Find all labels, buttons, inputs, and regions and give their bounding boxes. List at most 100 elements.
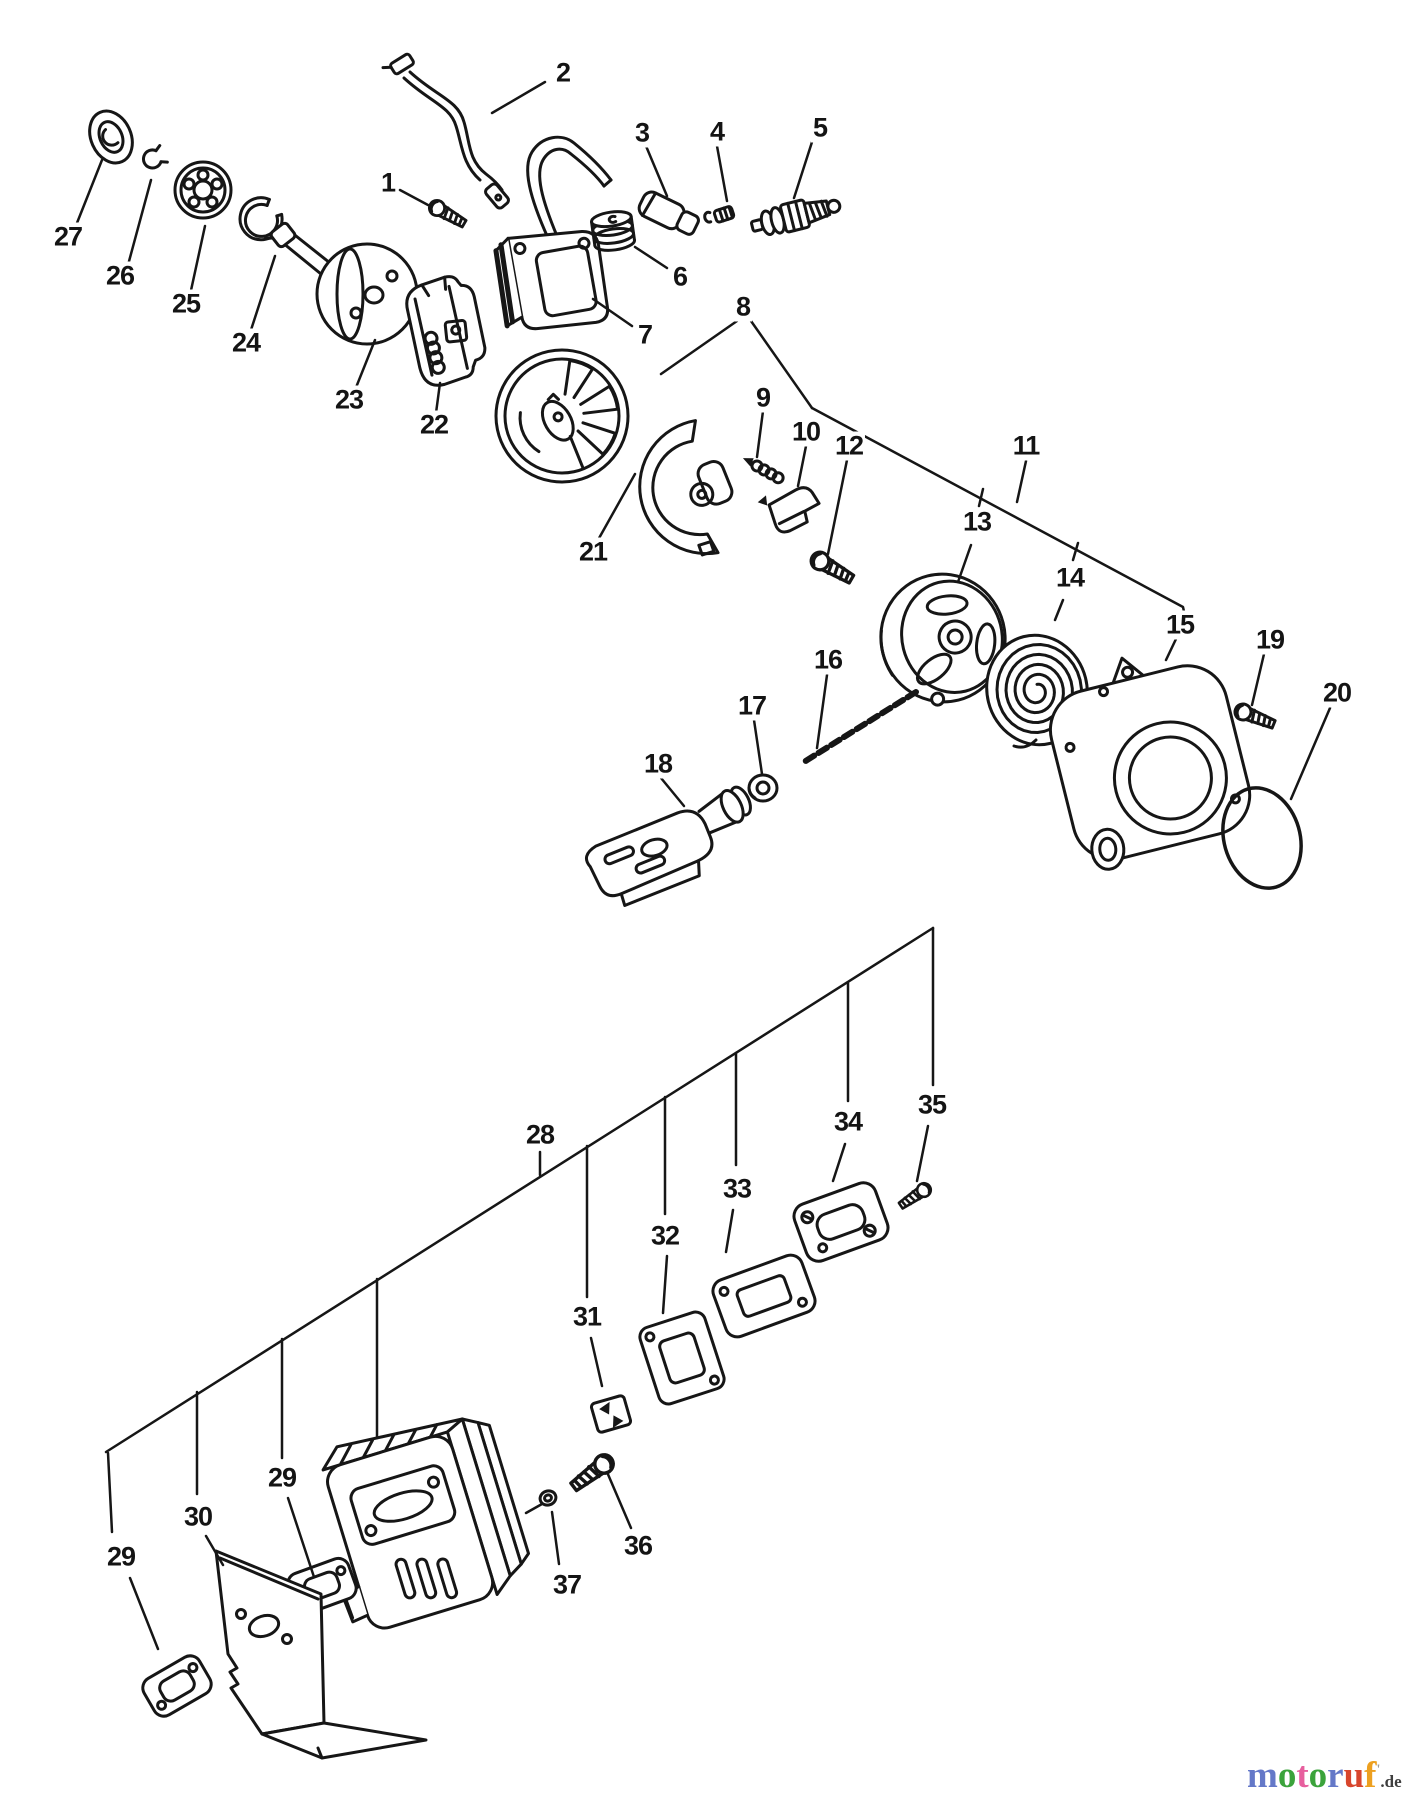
leader-lines-shape bbox=[398, 188, 430, 207]
part-15-starter-housing-shape bbox=[1112, 720, 1228, 836]
part-15-starter-housing-shape bbox=[1064, 741, 1076, 753]
part-2-stop-switch-wire-shape-shape bbox=[494, 193, 503, 202]
part-13-starter-pulley bbox=[879, 572, 1007, 707]
part-label-30: 30 bbox=[181, 1501, 215, 1532]
part-5-spark-plug bbox=[750, 198, 842, 237]
part-7-ignition-coil-shape bbox=[602, 178, 613, 188]
watermark-letter: o bbox=[1308, 1755, 1328, 1796]
part-30-heat-shield-shape bbox=[214, 1549, 326, 1736]
part-33-gasket-shape bbox=[796, 1296, 808, 1308]
leader-lines-shape bbox=[128, 1576, 160, 1651]
leader-lines-shape bbox=[248, 254, 277, 335]
part-27-oil-seal-shape bbox=[88, 109, 134, 165]
part-label-15: 15 bbox=[1163, 609, 1197, 640]
part-label-32: 32 bbox=[648, 1220, 682, 1251]
part-6-grommet-shape bbox=[593, 238, 636, 252]
part-5-spark-plug-shape bbox=[793, 199, 804, 231]
part-12-screw bbox=[806, 547, 858, 589]
part-25-bearing-shape bbox=[187, 195, 201, 209]
part-label-14: 14 bbox=[1053, 562, 1087, 593]
part-label-24: 24 bbox=[229, 327, 263, 358]
part-6-grommet-shape bbox=[592, 226, 636, 245]
leader-lines-shape bbox=[724, 1208, 735, 1254]
part-label-1: 1 bbox=[378, 167, 398, 198]
part-27-oil-seal bbox=[88, 109, 134, 165]
part-label-7: 7 bbox=[635, 319, 655, 350]
part-label-21: 21 bbox=[576, 536, 610, 567]
part-5-spark-plug-shape bbox=[826, 198, 842, 214]
part-label-18: 18 bbox=[641, 748, 675, 779]
watermark-letter: o bbox=[1277, 1755, 1297, 1796]
part-4-terminal bbox=[703, 205, 736, 224]
part-21-flywheel-shape bbox=[563, 359, 572, 396]
part-15-starter-housing-shape-shape bbox=[1098, 836, 1118, 862]
part-21-flywheel-shape bbox=[540, 399, 575, 442]
part-28-muffler-shape bbox=[415, 1557, 438, 1600]
part-31-spark-arrestor-screen-shape bbox=[599, 1401, 610, 1415]
part-21-flywheel-shape bbox=[581, 421, 617, 435]
leader-lines-shape bbox=[1015, 459, 1028, 504]
part-label-5: 5 bbox=[810, 112, 830, 143]
part-21-flywheel-shape bbox=[494, 348, 630, 484]
part-36-screw bbox=[566, 1449, 619, 1496]
part-20-cover-label bbox=[1221, 786, 1303, 890]
part-19-screw bbox=[1231, 700, 1279, 734]
part-33-gasket-shape bbox=[711, 1253, 817, 1339]
leader-lines-shape bbox=[644, 144, 669, 198]
watermark-suffix: .de bbox=[1380, 1772, 1402, 1791]
leader-lines-shape bbox=[1053, 598, 1065, 622]
part-21-flywheel-shape bbox=[552, 411, 564, 423]
part-25-bearing-shape bbox=[196, 168, 210, 182]
part-23-clutch-drum-shape-shape bbox=[269, 221, 297, 249]
part-10-starter-pawl-shape bbox=[767, 486, 821, 534]
part-28-muffler-shape bbox=[364, 1524, 378, 1538]
part-23-clutch-drum-shape bbox=[349, 306, 363, 320]
part-30-heat-shield-shape bbox=[260, 1721, 428, 1760]
part-5-spark-plug-shape bbox=[813, 201, 823, 220]
leader-lines-shape bbox=[755, 409, 765, 459]
leader-lines-shape bbox=[188, 224, 207, 297]
leader-lines-shape bbox=[956, 543, 973, 584]
part-28-muffler-shape bbox=[372, 1489, 434, 1523]
part-17-rope-grommet-shape bbox=[755, 780, 771, 796]
leader-lines-shape bbox=[749, 319, 814, 410]
part-label-19: 19 bbox=[1253, 624, 1287, 655]
part-34-isolator-plate-shape-shape bbox=[862, 1223, 877, 1238]
part-34-isolator-plate-shape-shape bbox=[800, 1210, 815, 1225]
part-21-flywheel bbox=[494, 348, 630, 484]
part-5-spark-plug-shape bbox=[819, 199, 829, 218]
part-13-starter-pulley-shape bbox=[879, 629, 895, 677]
part-2-stop-switch-wire-shape bbox=[408, 70, 504, 192]
part-33-gasket-shape bbox=[735, 1274, 793, 1318]
watermark-letter: t bbox=[1296, 1755, 1309, 1796]
part-label-34: 34 bbox=[831, 1106, 865, 1137]
part-7-ignition-coil-shape bbox=[538, 147, 606, 238]
watermark-logo[interactable]: motoruf'.de bbox=[1247, 1757, 1402, 1794]
part-21-flywheel-shape bbox=[576, 429, 605, 456]
part-31-spark-arrestor-screen-shape bbox=[589, 1394, 633, 1434]
part-7-ignition-coil-shape-shape bbox=[577, 236, 591, 250]
leader-lines-shape bbox=[661, 1254, 669, 1315]
part-2-stop-switch-wire-shape bbox=[484, 182, 510, 210]
part-3-spark-plug-cap-shape bbox=[675, 210, 700, 236]
leader-lines-shape bbox=[796, 444, 808, 488]
part-9-pawl-spring-shape bbox=[764, 467, 778, 481]
part-13-starter-pulley-shape bbox=[925, 594, 969, 616]
part-8-pawl-carrier-shape bbox=[696, 488, 708, 500]
part-31-spark-arrestor-screen-shape bbox=[612, 1415, 624, 1429]
leader-lines-shape bbox=[659, 319, 739, 376]
part-28-muffler bbox=[321, 1417, 530, 1630]
part-30-heat-shield-shape bbox=[281, 1633, 293, 1645]
part-6-grommet-shape bbox=[607, 214, 618, 224]
part-2-stop-switch-wire-shape-shape bbox=[381, 65, 393, 70]
part-label-29: 29 bbox=[265, 1462, 299, 1493]
part-32-gasket-shape bbox=[658, 1331, 706, 1385]
part-22-clutch-shape bbox=[430, 359, 446, 375]
part-27-oil-seal-shape bbox=[101, 128, 120, 147]
part-30-heat-shield-shape bbox=[218, 1556, 320, 1601]
part-9-pawl-spring-shape bbox=[750, 459, 764, 473]
part-9-pawl-spring bbox=[742, 458, 785, 485]
part-22-clutch-shape bbox=[450, 324, 462, 336]
part-15-starter-housing bbox=[1048, 656, 1252, 871]
